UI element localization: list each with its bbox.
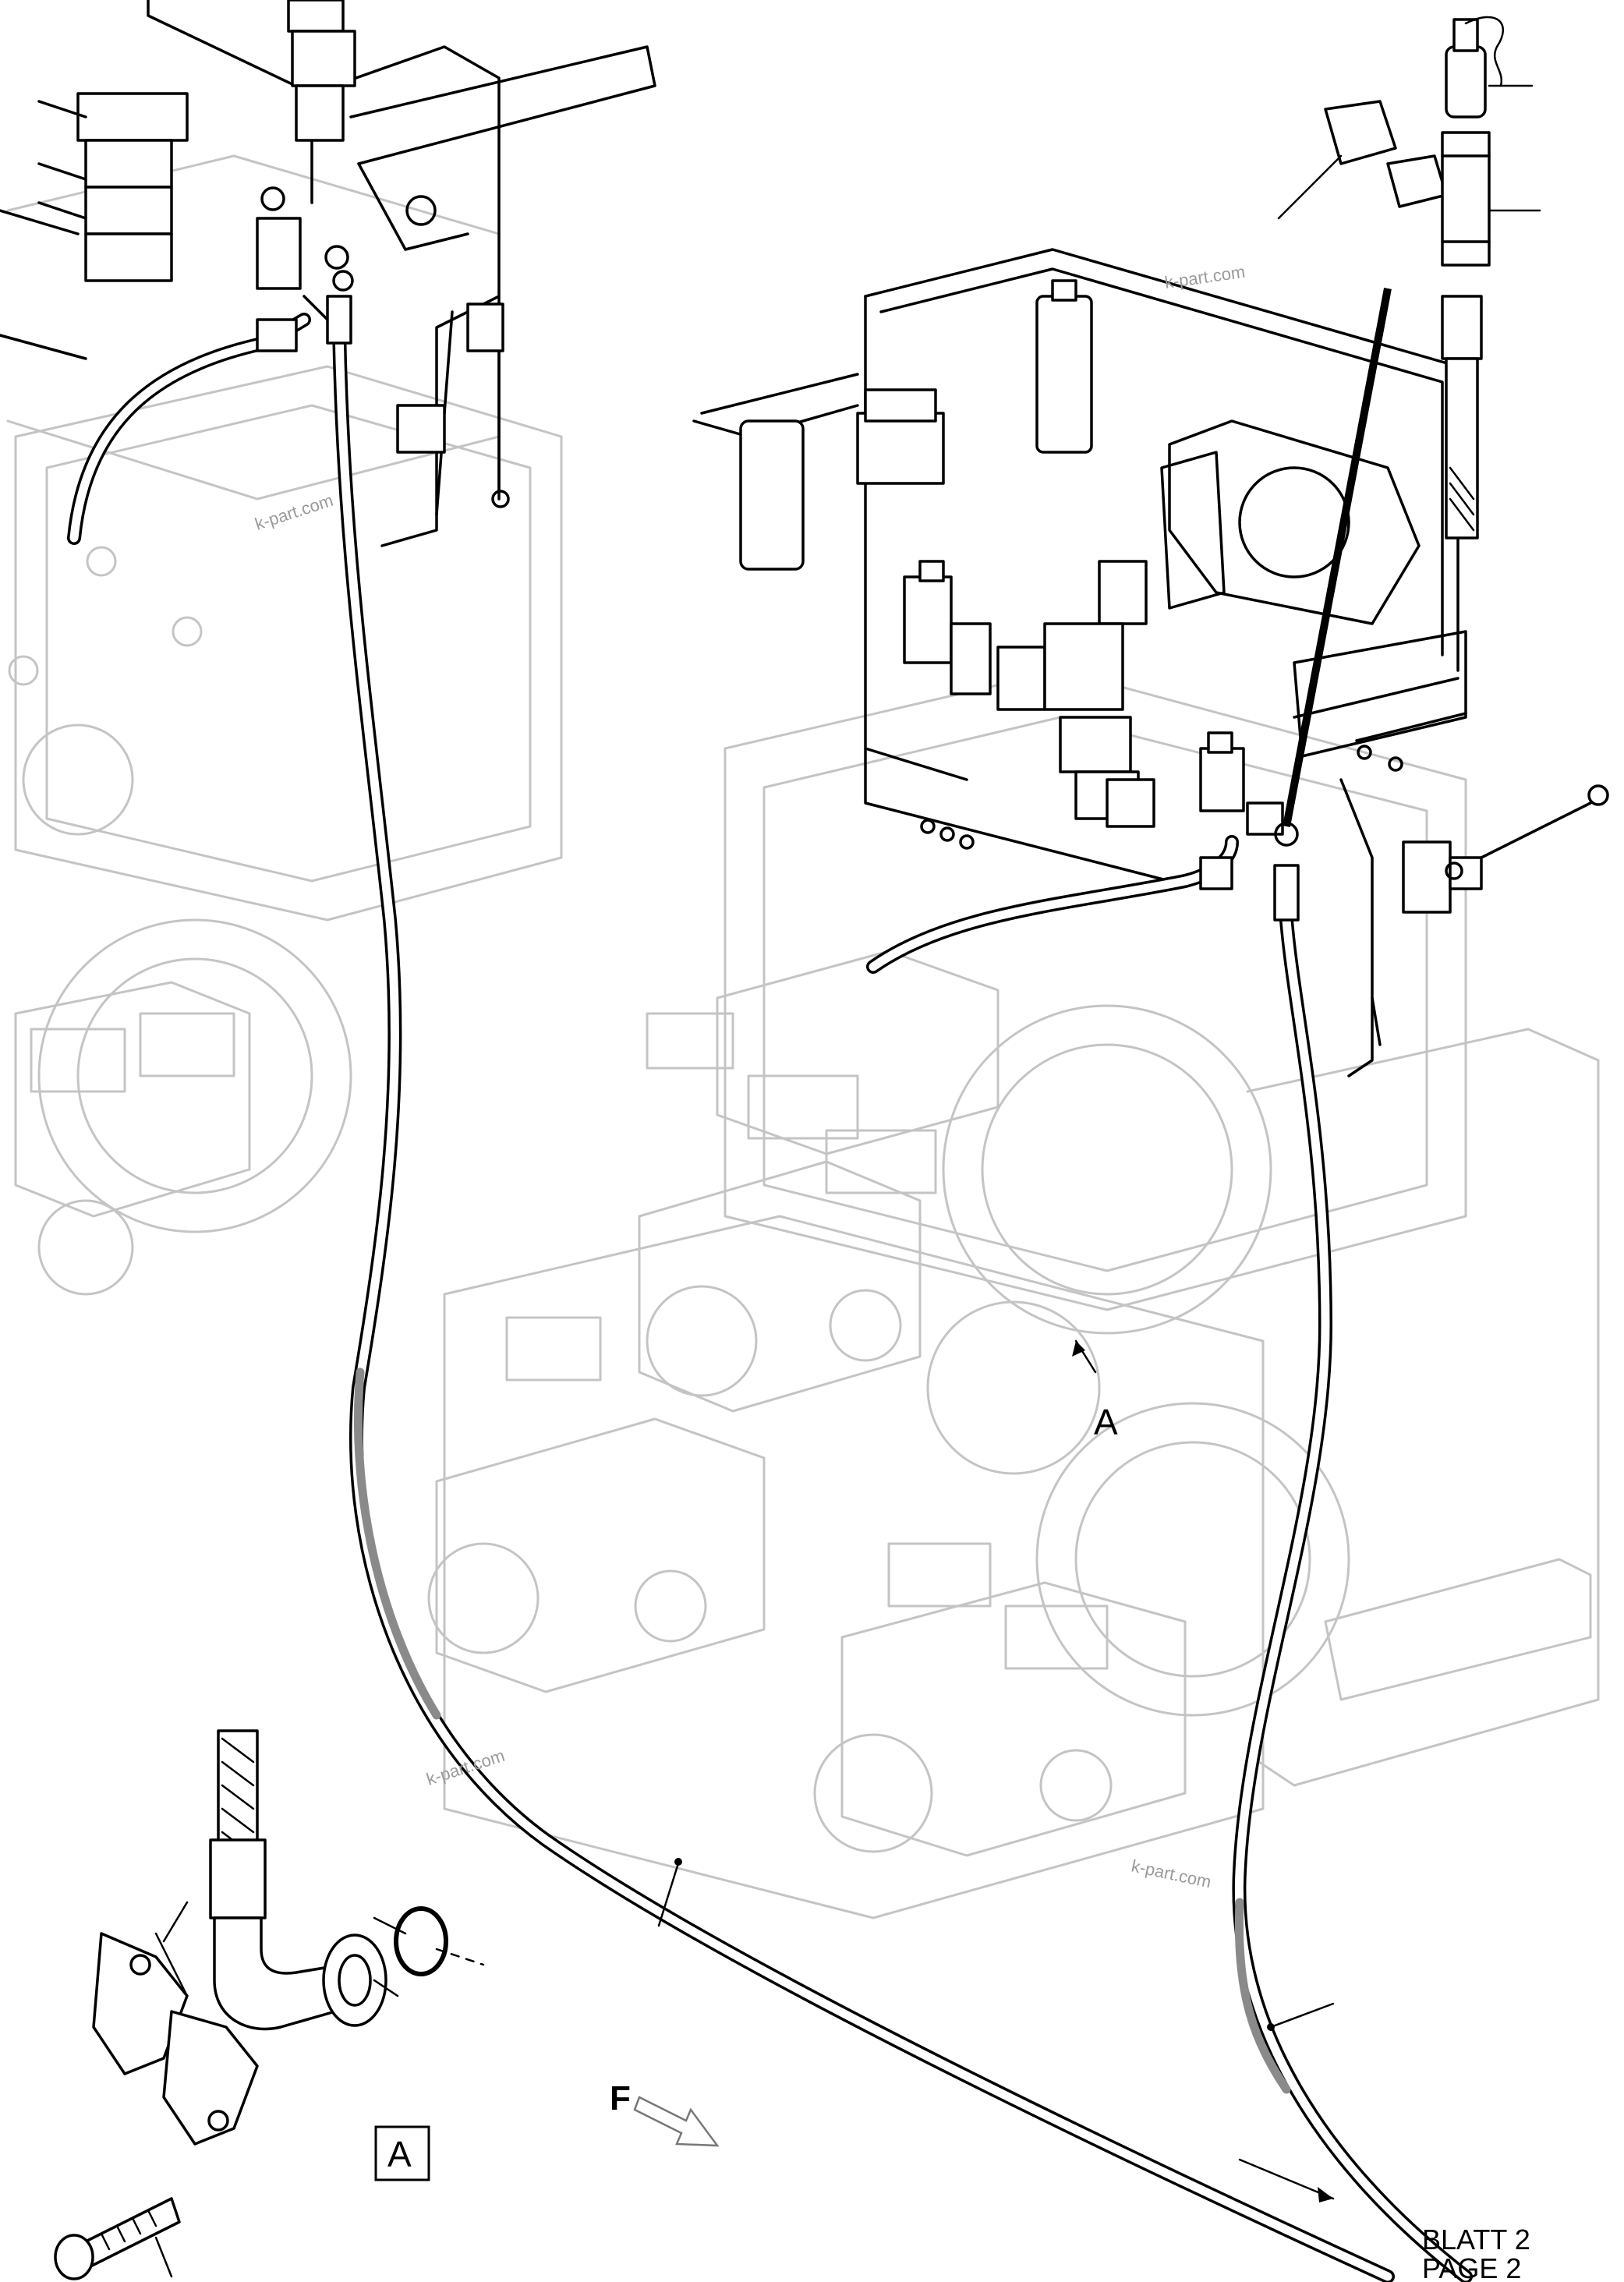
sheet-ref-en: PAGE 2 bbox=[1422, 2252, 1521, 2282]
hose-left-long bbox=[332, 320, 1395, 2282]
hose-left-short bbox=[67, 313, 311, 545]
front-marker: F bbox=[610, 2079, 631, 2117]
gearbox-housing-ghost bbox=[6, 154, 1600, 1919]
watermark: k-part.com bbox=[1163, 262, 1246, 292]
view-a-box-label: A bbox=[387, 2134, 412, 2174]
hose-right-long bbox=[1232, 913, 1473, 2282]
watermark: k-part.com bbox=[1130, 1856, 1213, 1891]
right-valve-plate bbox=[692, 248, 1609, 1077]
hose-right-short bbox=[866, 835, 1239, 974]
view-a-label: A bbox=[1094, 1402, 1118, 1442]
hose-fittings bbox=[324, 245, 1300, 922]
sheet-ref-de: BLATT 2 bbox=[1422, 2224, 1530, 2255]
left-valve-bracket bbox=[0, 0, 656, 547]
exploded-flange-parts bbox=[54, 1729, 485, 2280]
view-a-box: A bbox=[374, 2125, 430, 2181]
exploded-fittings-top-right bbox=[1277, 16, 1541, 827]
direction-arrow-bottom bbox=[1238, 2158, 1335, 2202]
front-direction-arrow bbox=[633, 2096, 720, 2147]
view-a-arrow bbox=[1072, 1339, 1097, 1374]
